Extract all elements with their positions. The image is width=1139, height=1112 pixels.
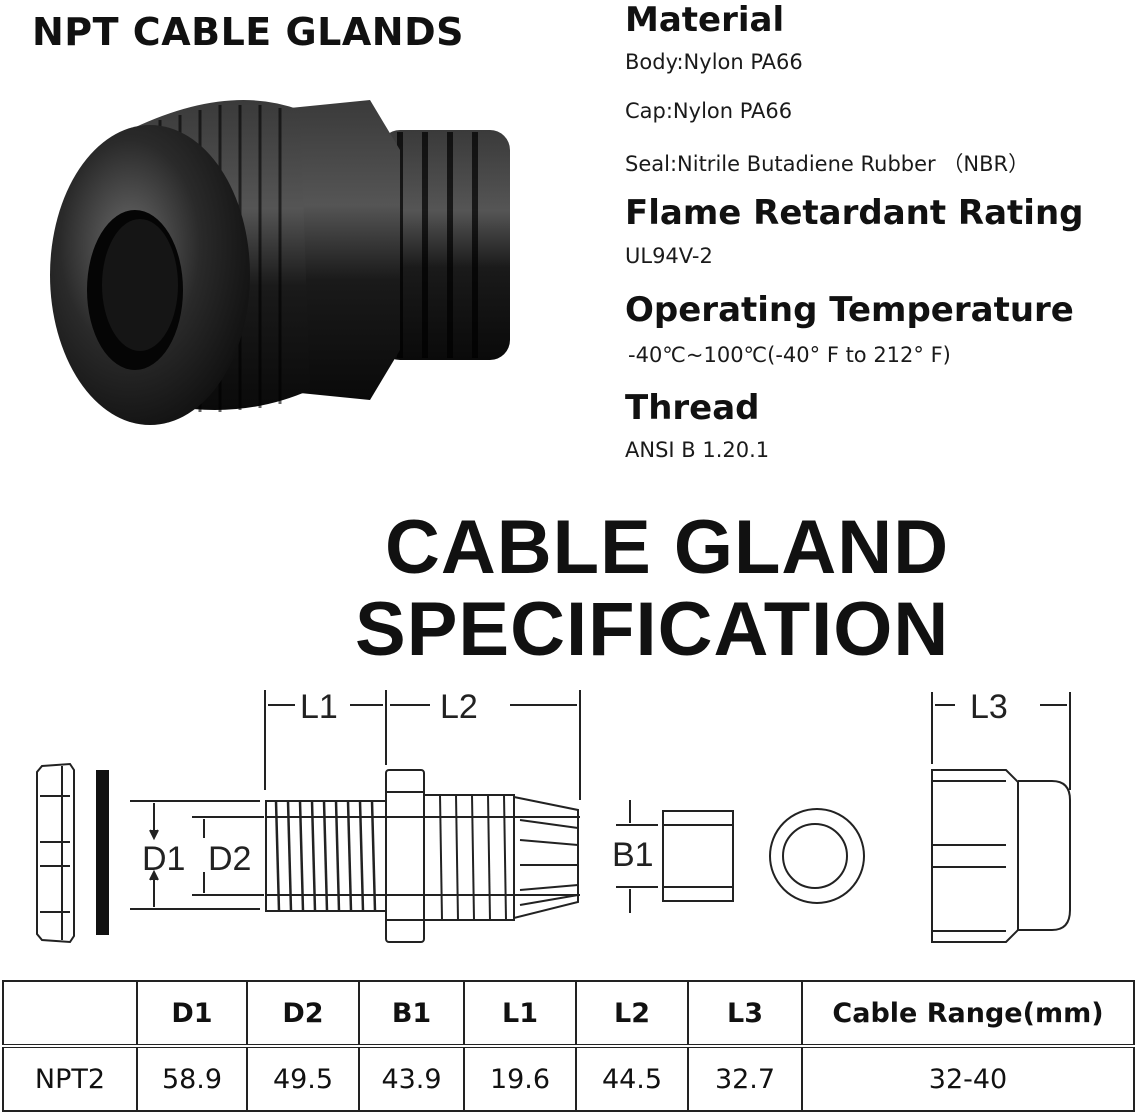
svg-text:L1: L1 (300, 688, 338, 726)
cell-d1: 58.9 (136, 1045, 248, 1112)
cell-l1: 19.6 (463, 1045, 577, 1112)
row-label-npt2: NPT2 (2, 1045, 138, 1112)
svg-text:B1: B1 (612, 836, 654, 874)
spec-value-cap: Cap:Nylon PA66 (625, 99, 793, 123)
header-cell-l2: L2 (575, 980, 689, 1048)
table-header-row: D1 D2 B1 L1 L2 L3 Cable Range(mm) (2, 980, 1135, 1048)
spec-value-seal: Seal:Nitrile Butadiene Rubber （NBR） (625, 152, 1030, 176)
technical-drawing: D1 D2 L1 L2 B1 L3 (36, 688, 1071, 944)
header-cell-blank (2, 980, 138, 1048)
section-title-line2: SPECIFICATION (355, 587, 950, 672)
cell-d2: 49.5 (246, 1045, 360, 1112)
spec-heading-thread: Thread (625, 388, 760, 428)
spec-heading-flame-rating: Flame Retardant Rating (625, 193, 1084, 233)
spec-value-operating-temperature: -40℃~100℃(-40° F to 212° F) (628, 343, 951, 367)
header-cell-cable-range: Cable Range(mm) (801, 980, 1135, 1048)
cell-cable-range: 32-40 (801, 1045, 1135, 1112)
spec-table: D1 D2 B1 L1 L2 L3 Cable Range(mm) NPT2 5… (2, 980, 1135, 1112)
spec-heading-material: Material (625, 0, 785, 40)
spec-heading-operating-temperature: Operating Temperature (625, 290, 1074, 330)
header-cell-l1: L1 (463, 980, 577, 1048)
cell-l3: 32.7 (687, 1045, 803, 1112)
cell-l2: 44.5 (575, 1045, 689, 1112)
seal-bar (96, 770, 109, 935)
header-cell-b1: B1 (358, 980, 465, 1048)
locknut-drawing (36, 762, 75, 944)
header-cell-d2: D2 (246, 980, 360, 1048)
svg-text:L2: L2 (440, 688, 478, 726)
svg-text:D1: D1 (142, 840, 185, 878)
header-cell-l3: L3 (687, 980, 803, 1048)
svg-text:L3: L3 (970, 688, 1008, 726)
cable-gland-photo (50, 100, 510, 425)
spec-value-body: Body:Nylon PA66 (625, 50, 803, 74)
section-title-line1: CABLE GLAND (385, 505, 950, 590)
svg-text:D2: D2 (208, 840, 251, 878)
header-cell-d1: D1 (136, 980, 248, 1048)
cell-b1: 43.9 (358, 1045, 465, 1112)
spec-value-flame-rating: UL94V-2 (625, 244, 713, 268)
table-row: NPT2 58.9 49.5 43.9 19.6 44.5 32.7 32-40 (2, 1045, 1135, 1112)
product-title: NPT CABLE GLANDS (32, 10, 464, 54)
spec-value-thread: ANSI B 1.20.1 (625, 438, 770, 462)
